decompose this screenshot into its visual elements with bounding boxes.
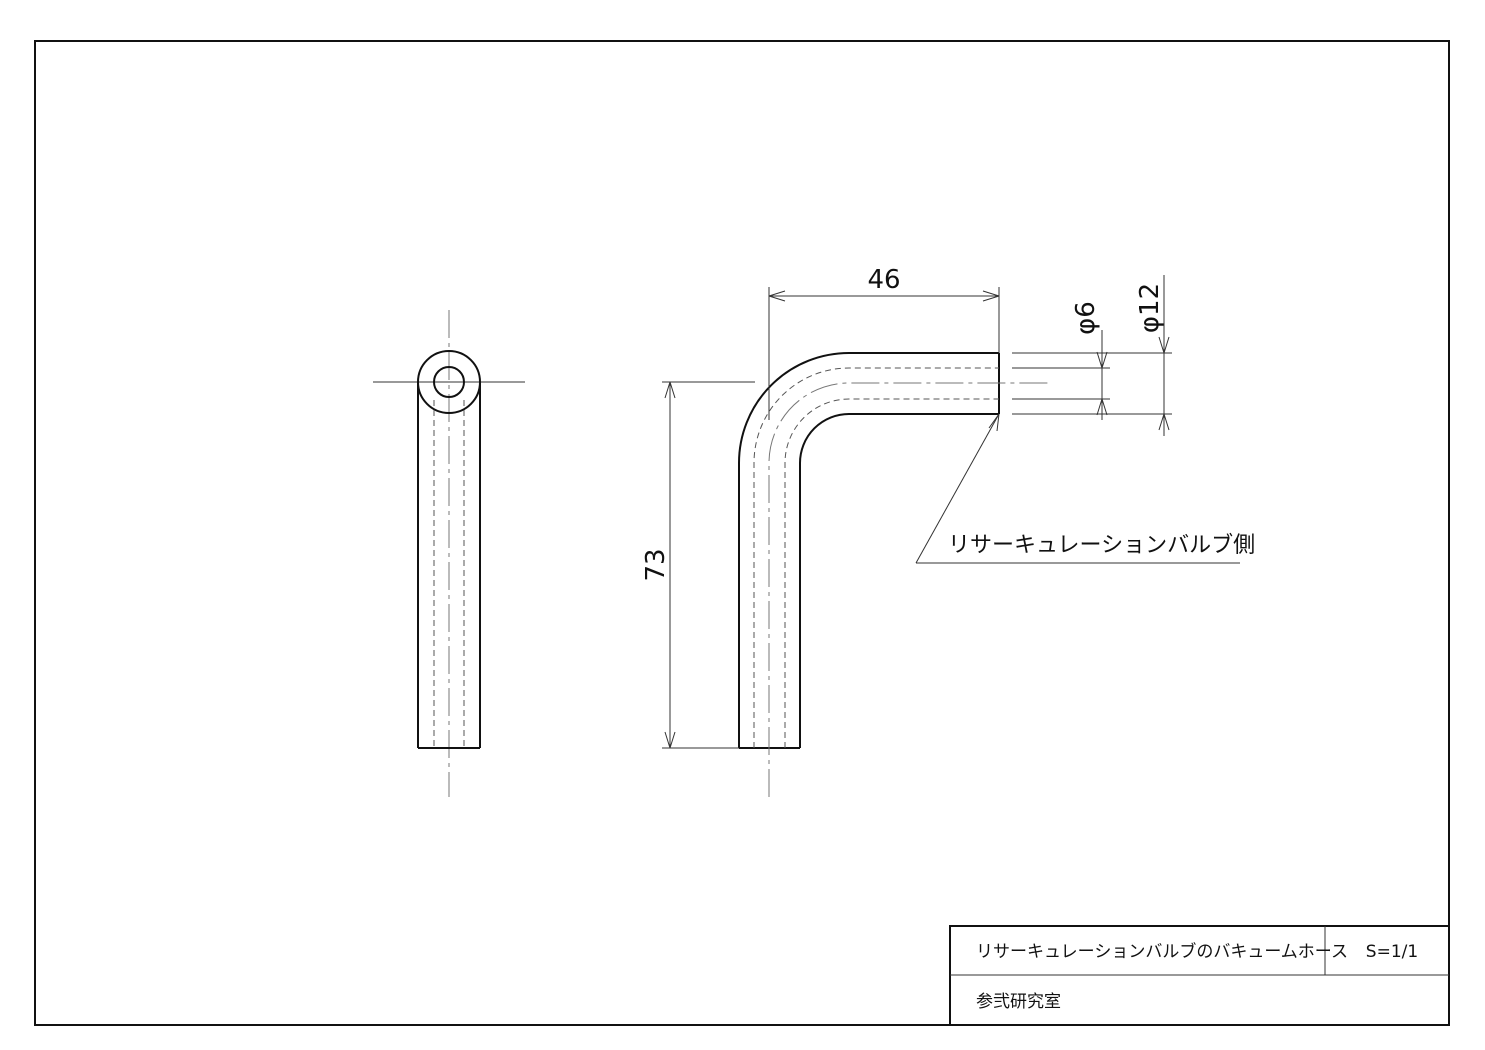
leader-note: リサーキュレーションバルブ側	[915, 413, 1255, 564]
hose-bore-outer	[753, 367, 999, 748]
hose-outer-wall	[738, 352, 999, 748]
arrow-phi6-top	[1096, 351, 1108, 369]
dim-text-phi12: φ12	[1135, 283, 1165, 333]
arrow-46-left	[768, 290, 786, 302]
hose-centerline	[768, 382, 1050, 797]
arrow-73-bottom	[664, 731, 676, 749]
leader-line	[915, 413, 1000, 564]
title-block: リサーキュレーションバルブのバキュームホース S=1/1 参弐研究室	[949, 925, 1450, 1026]
hose-bore-inner	[784, 398, 999, 748]
arrow-phi12-top	[1158, 336, 1170, 354]
dim-text-46: 46	[867, 265, 900, 295]
side-view	[373, 310, 525, 797]
title-block-scale: S=1/1	[1366, 942, 1418, 962]
arrow-46-right	[982, 290, 1000, 302]
diameter-dimensions: φ6 φ12	[1012, 275, 1172, 436]
title-block-author: 参弐研究室	[976, 992, 1061, 1012]
arrow-phi6-bottom	[1096, 398, 1108, 416]
leader-arrow	[988, 413, 1000, 432]
drawing-border	[34, 40, 1450, 1026]
arrow-phi12-bottom	[1158, 413, 1170, 431]
hose-inner-wall	[799, 413, 999, 748]
leader-note-text: リサーキュレーションバルブ側	[948, 533, 1255, 558]
dimension-46: 46	[768, 265, 1000, 353]
dim-text-phi6: φ6	[1071, 301, 1101, 335]
arrow-73-top	[664, 381, 676, 399]
side-view-inner-circle	[433, 366, 465, 398]
dim-text-73: 73	[641, 548, 671, 581]
front-view	[738, 287, 1050, 797]
title-block-title: リサーキュレーションバルブのバキュームホース	[976, 941, 1348, 962]
dimension-73: 73	[641, 381, 755, 749]
